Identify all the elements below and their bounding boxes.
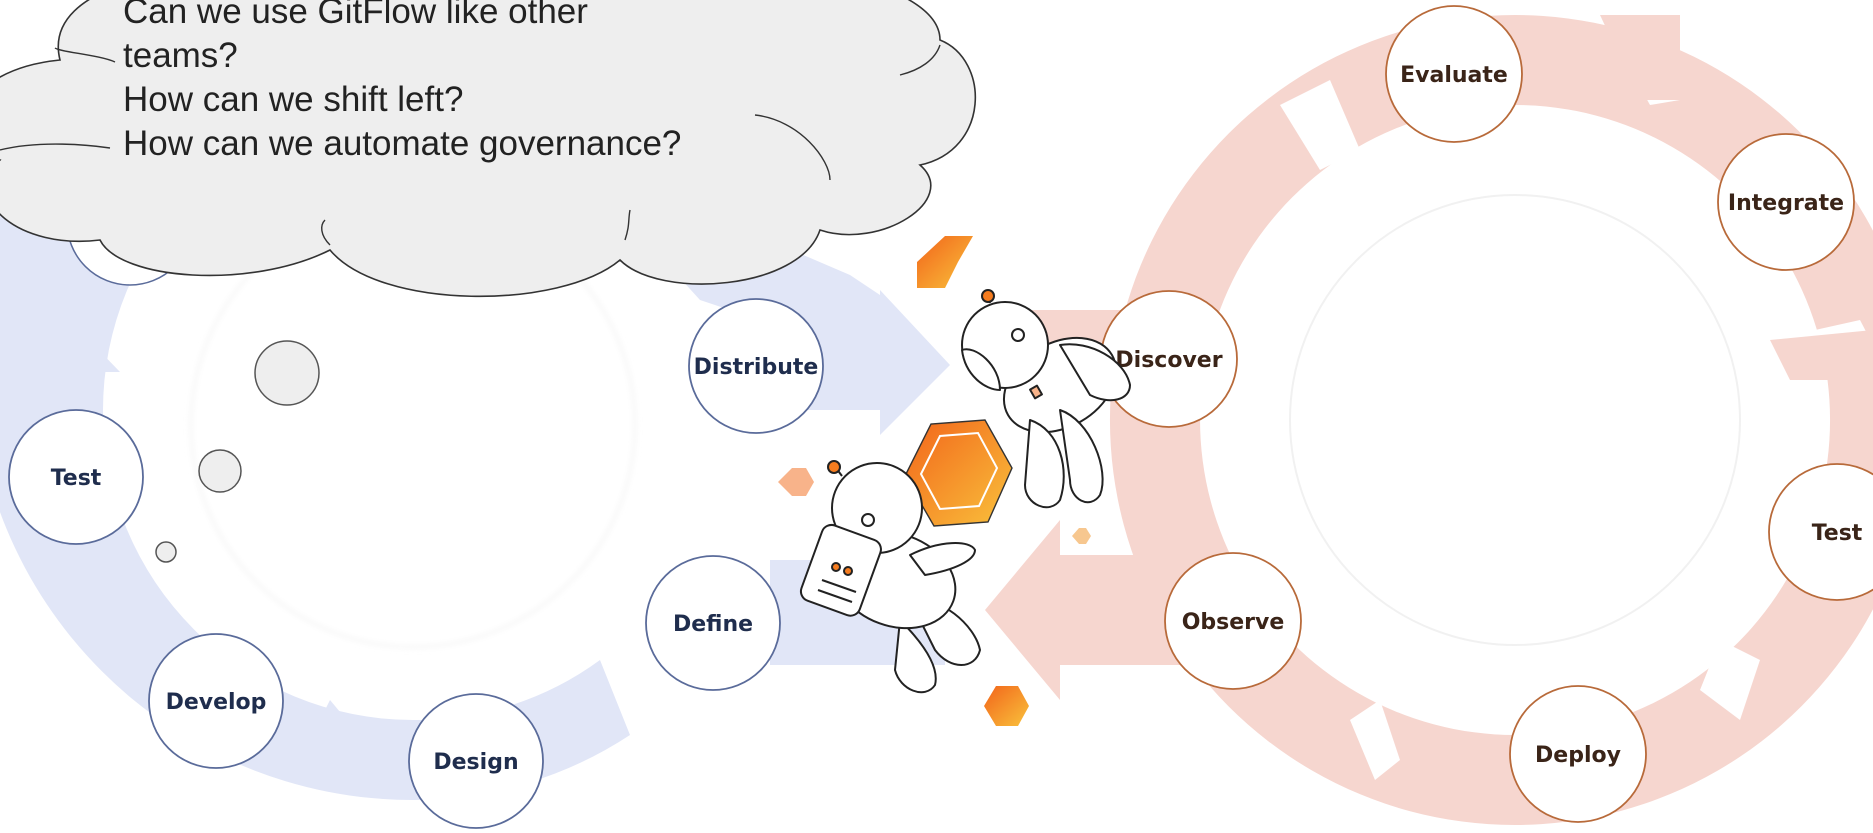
right-ring-gap bbox=[1700, 640, 1760, 720]
astronaut-left-arm bbox=[909, 542, 976, 576]
node-observe-label: Observe bbox=[1182, 610, 1285, 635]
right-nodes: Evaluate Integrate Discover Test Observe… bbox=[1100, 5, 1873, 823]
hexagon-tiny bbox=[1072, 528, 1091, 544]
cloud-fold bbox=[321, 219, 331, 246]
astronaut-left-antenna-tip bbox=[827, 460, 841, 474]
thought-cloud bbox=[0, 0, 977, 298]
astronaut-right-visor bbox=[961, 348, 1001, 391]
node-develop-label: Develop bbox=[166, 690, 267, 715]
cloud-fold bbox=[899, 44, 941, 76]
astronaut-right-arm bbox=[1059, 343, 1131, 402]
thought-line-3: How can we shift left? bbox=[123, 80, 464, 119]
astronaut-left-backpack bbox=[799, 523, 882, 617]
node-define-label: Define bbox=[673, 612, 753, 637]
backpack-line bbox=[817, 589, 853, 603]
node-integrate: Integrate bbox=[1717, 133, 1855, 271]
thought-line-1: Can we use GitFlow like other bbox=[123, 0, 588, 31]
astronaut-right-leg bbox=[1024, 419, 1065, 509]
thought-bubble-large bbox=[254, 340, 320, 406]
astronaut-left-eye bbox=[861, 513, 875, 527]
astronaut-right-badge bbox=[1029, 384, 1043, 400]
node-observe: Observe bbox=[1164, 552, 1302, 690]
node-distribute: Distribute bbox=[688, 298, 824, 434]
left-nodes: Distribute Test Define Develop Design bbox=[8, 298, 824, 829]
thought-bubbles bbox=[155, 340, 320, 563]
observe-arrow bbox=[985, 520, 1210, 700]
thought-bubble-small bbox=[155, 541, 177, 563]
thought-line-2: teams? bbox=[123, 36, 238, 75]
cloud-shape bbox=[0, 0, 977, 298]
node-integrate-label: Integrate bbox=[1728, 191, 1844, 216]
node-define: Define bbox=[645, 555, 781, 691]
astronaut-right-antenna-tip bbox=[981, 289, 995, 303]
hexagon-top bbox=[917, 236, 973, 288]
right-ring-gap bbox=[1350, 700, 1400, 780]
cloud-fold bbox=[624, 209, 631, 241]
astronaut-left-leg2 bbox=[894, 619, 937, 694]
node-test-left: Test bbox=[8, 409, 144, 545]
left-arrowhead bbox=[85, 575, 175, 640]
right-ring-gap bbox=[1280, 80, 1360, 170]
right-inner-disc bbox=[1289, 194, 1741, 646]
cloud-fold bbox=[754, 114, 831, 181]
left-arrowhead bbox=[300, 700, 380, 760]
node-test-right: Test bbox=[1768, 463, 1873, 601]
hexagon-small-left bbox=[778, 468, 814, 496]
hexagon-bottom bbox=[984, 686, 1029, 726]
astronaut-right bbox=[961, 289, 1131, 509]
node-distribute-label: Distribute bbox=[694, 355, 819, 380]
node-design: Design bbox=[408, 693, 544, 829]
backpack-line bbox=[821, 579, 857, 593]
right-arrowhead bbox=[1770, 330, 1873, 380]
hexagons bbox=[778, 236, 1091, 726]
cloud-fold bbox=[0, 143, 111, 151]
astronaut-left bbox=[799, 460, 981, 694]
thought-line-4: How can we automate governance? bbox=[123, 124, 682, 163]
node-evaluate: Evaluate bbox=[1385, 5, 1523, 143]
thought-bubble-medium bbox=[198, 449, 242, 493]
hexagon-center-inner bbox=[919, 431, 999, 511]
node-deploy: Deploy bbox=[1509, 685, 1647, 823]
astronaut-right-eye bbox=[1011, 328, 1025, 342]
right-arrowhead bbox=[1600, 15, 1680, 100]
node-test-left-label: Test bbox=[51, 466, 102, 491]
node-discover: Discover bbox=[1100, 290, 1238, 428]
backpack-dot bbox=[843, 566, 853, 576]
node-design-label: Design bbox=[433, 750, 518, 775]
cloud-fold bbox=[54, 47, 116, 63]
left-arrowhead bbox=[20, 310, 120, 440]
node-develop: Develop bbox=[148, 633, 284, 769]
right-cycle bbox=[985, 15, 1873, 825]
node-test-right-label: Test bbox=[1812, 521, 1863, 546]
node-discover-label: Discover bbox=[1115, 348, 1222, 373]
node-deploy-label: Deploy bbox=[1535, 743, 1621, 768]
thought-cloud-text: Can we use GitFlow like other teams? How… bbox=[123, 0, 743, 166]
astronaut-right-leg2 bbox=[1059, 409, 1104, 504]
backpack-dot bbox=[831, 562, 841, 572]
node-evaluate-label: Evaluate bbox=[1400, 63, 1508, 88]
